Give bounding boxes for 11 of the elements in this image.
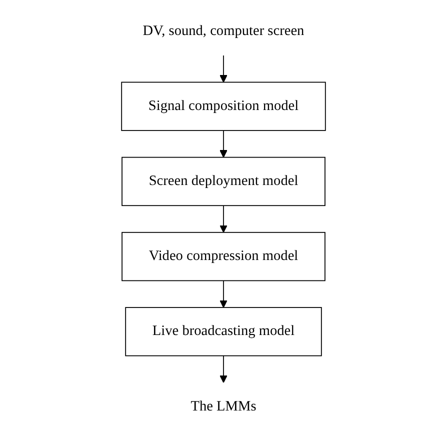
node-box: Video compression model: [122, 232, 326, 282]
arrow: [220, 54, 228, 83]
node-box: Screen deployment model: [122, 156, 326, 206]
arrow: [220, 130, 228, 158]
arrow: [220, 355, 228, 383]
arrow: [220, 205, 228, 233]
node-text: DV, sound, computer screen: [142, 23, 304, 38]
node-text: The LMMs: [190, 398, 256, 414]
node-box: Signal composition model: [121, 82, 326, 131]
arrow: [220, 280, 228, 308]
node-box: Live broadcasting model: [125, 307, 322, 356]
